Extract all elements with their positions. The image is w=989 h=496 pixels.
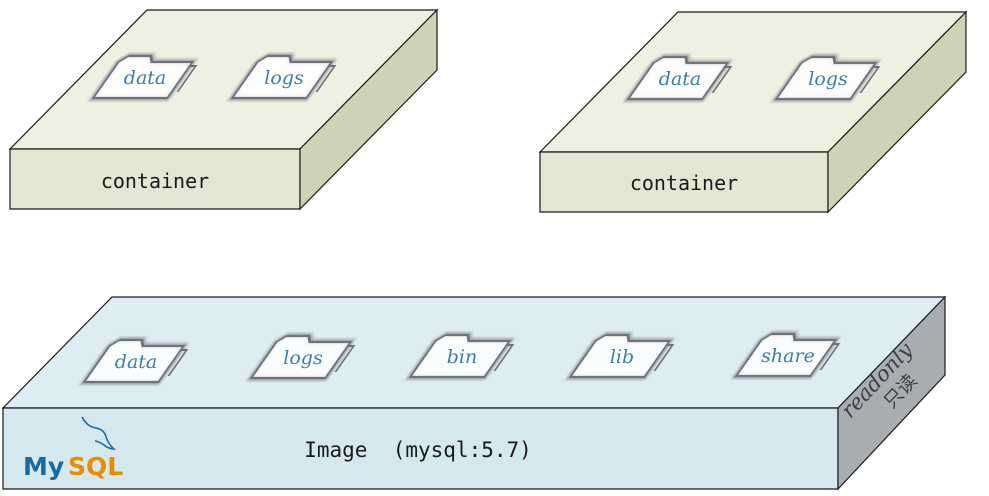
- image-folder-lib: lib: [565, 332, 675, 380]
- container-2-folder-data: data: [623, 54, 733, 102]
- image-block: Image (mysql:5.7) readonly 只读 My SQL: [1, 295, 947, 491]
- image-label: Image (mysql:5.7): [304, 438, 532, 462]
- image-folder-share: share: [731, 331, 841, 379]
- folder-icon: [626, 55, 730, 101]
- container-block-1: container: [8, 8, 439, 211]
- folder-label: share: [761, 345, 815, 367]
- image-folder-data: data: [79, 337, 189, 385]
- container-1-folder-logs: logs: [227, 53, 337, 101]
- folder-icon: [249, 334, 353, 380]
- folder-label: data: [659, 68, 701, 90]
- container-1-label: container: [101, 169, 209, 193]
- folder-icon: [734, 332, 838, 378]
- image-folder-logs: logs: [246, 333, 356, 381]
- container-1-folder-data: data: [88, 53, 198, 101]
- folder-icon: [82, 338, 186, 384]
- dolphin-icon: [81, 416, 117, 450]
- container-1-side-face: [299, 8, 438, 211]
- folder-label: data: [124, 67, 166, 89]
- container-2-folder-logs: logs: [771, 54, 881, 102]
- folder-icon: [408, 333, 512, 379]
- image-folder-bin: bin: [405, 332, 515, 380]
- folder-label: data: [115, 351, 157, 373]
- folder-label: logs: [808, 68, 848, 90]
- image-side-face: [837, 295, 946, 491]
- mysql-logo: My SQL: [23, 416, 123, 481]
- mysql-logo-my: My: [23, 452, 64, 481]
- folder-icon: [230, 54, 334, 100]
- folder-icon: [91, 54, 195, 100]
- folder-label: lib: [610, 346, 634, 368]
- folder-icon: [774, 55, 878, 101]
- folder-label: logs: [283, 347, 323, 369]
- folders-layer: data logs data logs data logs bin lib share: [79, 53, 881, 385]
- folder-label: logs: [264, 67, 304, 89]
- mysql-logo-sql: SQL: [68, 452, 123, 481]
- folder-label: bin: [447, 346, 477, 368]
- container-block-2: container: [538, 10, 968, 214]
- folder-icon: [568, 333, 672, 379]
- container-2-side-face: [827, 10, 967, 214]
- container-2-label: container: [630, 171, 738, 195]
